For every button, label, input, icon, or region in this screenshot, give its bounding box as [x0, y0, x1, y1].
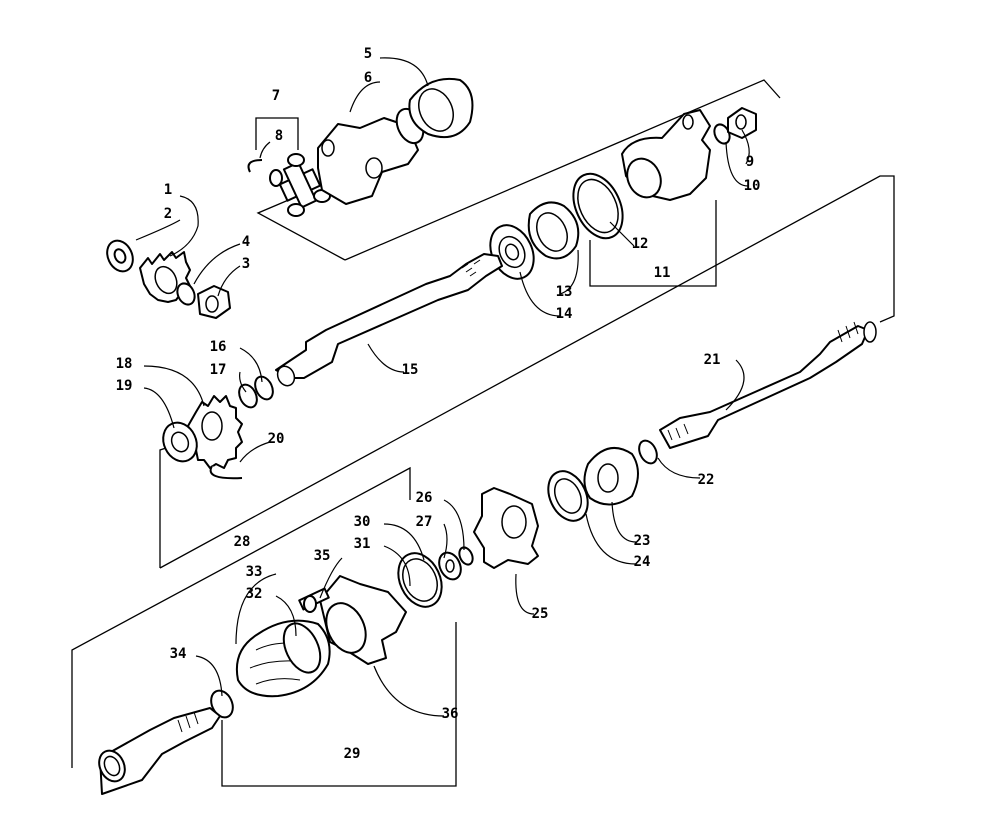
callout-29: 29	[344, 746, 361, 762]
callout-19: 19	[116, 378, 133, 394]
axle-shaft-part-21	[659, 321, 877, 449]
callout-20: 20	[268, 431, 285, 447]
callout-31: 31	[354, 536, 371, 552]
leader-lines	[135, 57, 750, 717]
bearing-part-19	[162, 421, 198, 463]
callout-5: 5	[364, 46, 372, 62]
sprocket-part-18	[187, 395, 243, 469]
group-frames	[71, 79, 895, 787]
callout-13: 13	[556, 284, 573, 300]
callout-25: 25	[532, 606, 549, 622]
callout-33: 33	[246, 564, 263, 580]
callout-30: 30	[354, 514, 371, 530]
callout-7: 7	[272, 88, 280, 104]
callout-10: 10	[744, 178, 761, 194]
splined-yoke-part-11	[621, 109, 711, 201]
callout-28: 28	[234, 534, 251, 550]
callout-3: 3	[242, 256, 250, 272]
nut-part-27	[438, 551, 462, 581]
washer-part-16	[254, 375, 274, 401]
circlip-part-8	[247, 159, 263, 173]
callout-17: 17	[210, 362, 227, 378]
hub-part-36	[319, 575, 407, 665]
stub-shaft-part-29	[98, 707, 221, 795]
retainer-part-13	[527, 201, 580, 260]
seal-part-24	[547, 470, 589, 522]
callout-22: 22	[698, 472, 715, 488]
lock-washer-part-4	[176, 282, 196, 306]
callout-23: 23	[634, 533, 651, 549]
lower-cv-assembly	[98, 552, 443, 795]
callout-32: 32	[246, 586, 263, 602]
callout-27: 27	[416, 514, 433, 530]
callout-4: 4	[242, 234, 250, 250]
callout-35: 35	[314, 548, 331, 564]
callout-14: 14	[556, 306, 573, 322]
callout-16: 16	[210, 339, 227, 355]
snap-ring-part-20	[209, 465, 243, 480]
callout-24: 24	[634, 554, 651, 570]
nut-part-9	[727, 107, 757, 139]
callout-34: 34	[170, 646, 187, 662]
flange-part-25	[473, 487, 539, 569]
callout-36: 36	[442, 706, 459, 722]
callout-15: 15	[402, 362, 419, 378]
washer-part-26	[458, 546, 474, 566]
callout-12: 12	[632, 236, 649, 252]
callout-8: 8	[275, 128, 283, 144]
boot-clamp-part-32	[282, 622, 322, 674]
callout-26: 26	[416, 490, 433, 506]
washer-part-17	[238, 383, 258, 409]
callout-21: 21	[704, 352, 721, 368]
callout-numbers: 1234567891011121314151617181920212223242…	[116, 46, 761, 762]
seal-part-30	[397, 552, 443, 608]
clamp-part-34	[210, 689, 234, 719]
callout-9: 9	[746, 154, 754, 170]
upper-shaft-assembly	[106, 78, 757, 387]
callout-18: 18	[116, 356, 133, 372]
middle-assembly	[162, 321, 877, 581]
drive-shaft-part-15	[275, 253, 503, 387]
callout-1: 1	[164, 182, 172, 198]
nut-part-3	[197, 285, 231, 319]
boot-part-5	[408, 78, 474, 138]
bearing-housing-part-23	[583, 446, 639, 506]
washer-part-2	[106, 239, 134, 273]
ring-part-22	[638, 439, 658, 465]
callout-2: 2	[164, 206, 172, 222]
callout-11: 11	[654, 265, 671, 281]
callout-6: 6	[364, 70, 372, 86]
